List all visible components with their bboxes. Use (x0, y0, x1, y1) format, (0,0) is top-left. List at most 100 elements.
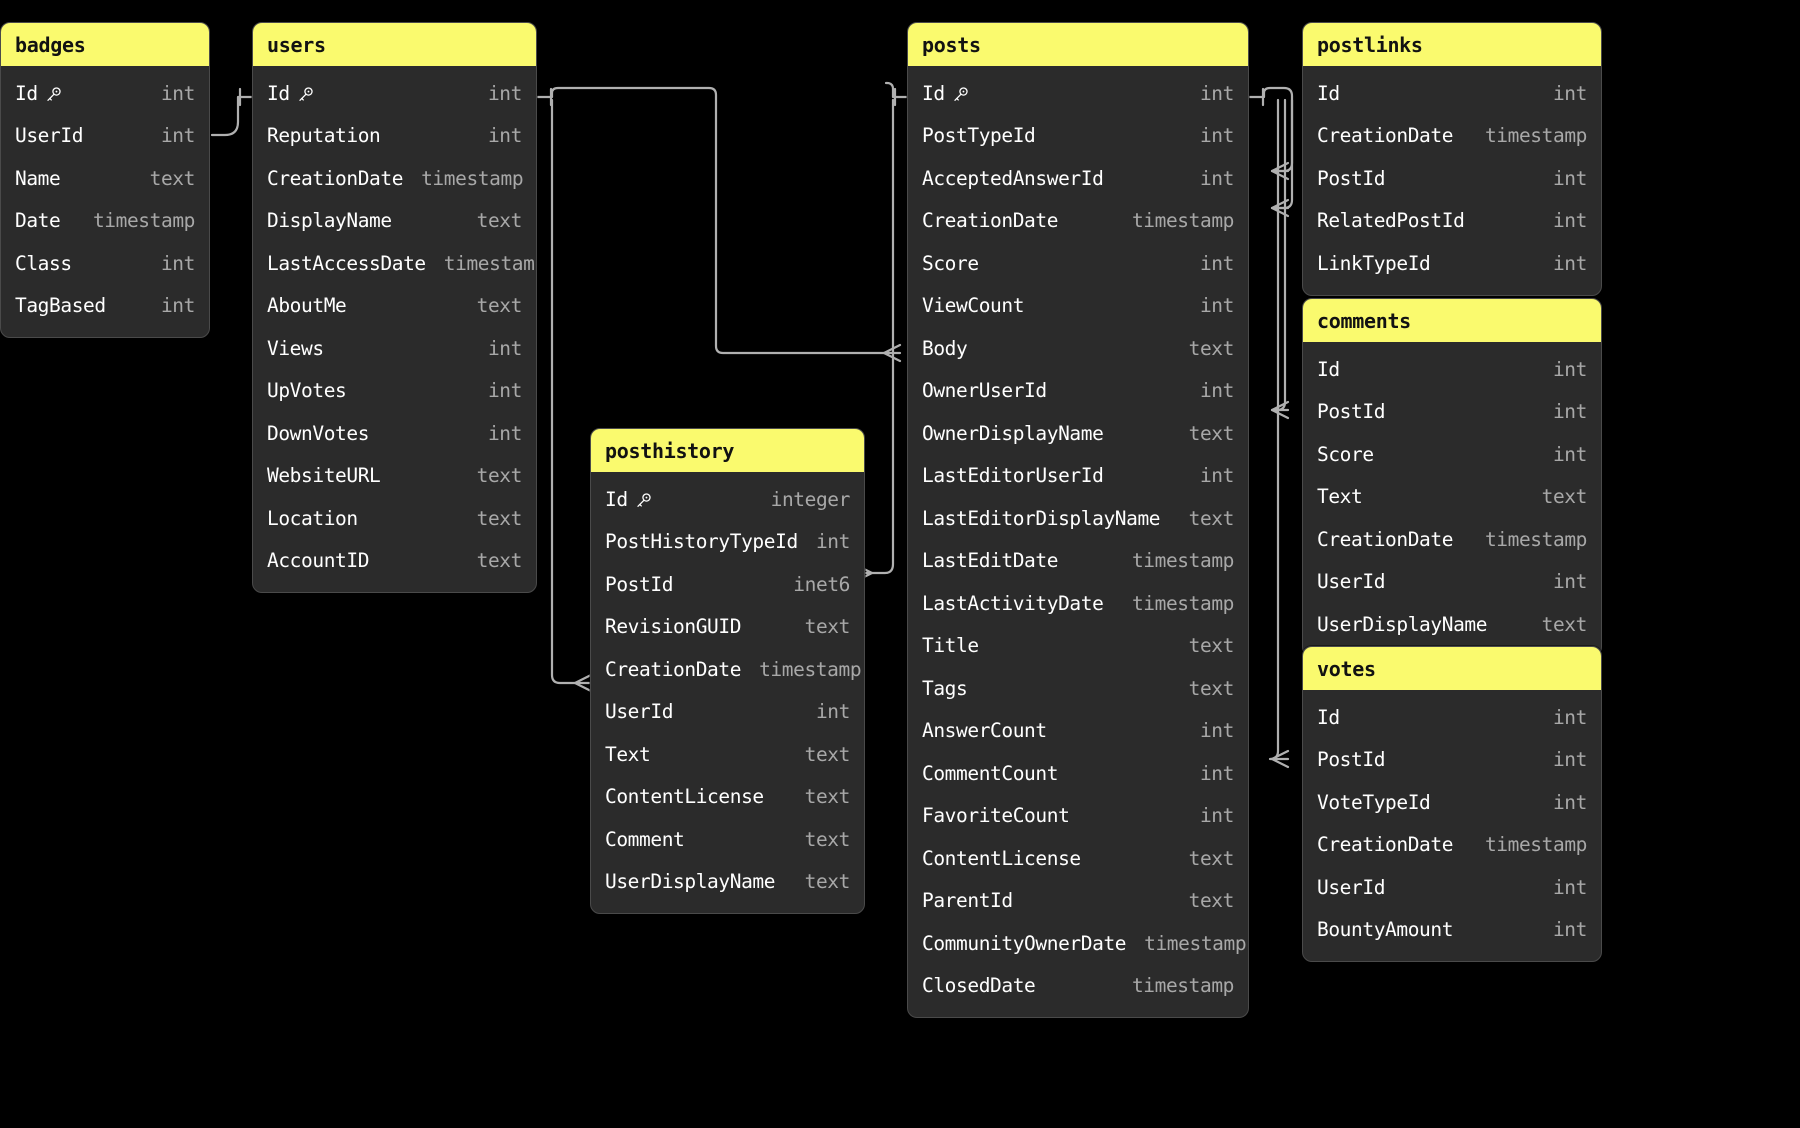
table-title-votes[interactable]: votes (1303, 647, 1601, 690)
table-title-postlinks[interactable]: postlinks (1303, 23, 1601, 66)
table-title-badges[interactable]: badges (1, 23, 209, 66)
field-type-label: text (804, 827, 851, 851)
field-type-label: int (1199, 251, 1234, 275)
table-title-posts[interactable]: posts (908, 23, 1248, 66)
field-type-label: int (1552, 442, 1587, 466)
field-name-label: UserId (605, 700, 674, 724)
table-title-users[interactable]: users (253, 23, 536, 66)
field-type-label: int (487, 379, 522, 403)
field-name-label: ContentLicense (922, 846, 1081, 870)
field-name-cell: LastEditDate (922, 549, 1058, 572)
table-title-comments[interactable]: comments (1303, 299, 1601, 342)
field-name-cell: Score (922, 252, 979, 275)
field-name-label: WebsiteURL (267, 464, 381, 488)
field-row[interactable]: Score int (908, 242, 1248, 285)
edge-many-marker (573, 673, 593, 693)
field-name-label: CreationDate (1317, 124, 1454, 148)
table-title-posthistory[interactable]: posthistory (591, 429, 864, 472)
edge-posts-votes (1268, 98, 1280, 761)
edge-users-posts (535, 86, 886, 355)
field-type-label: text (804, 785, 851, 809)
field-type-label: int (487, 81, 522, 105)
field-type-label: int (1199, 124, 1234, 148)
field-name-cell: Location (267, 507, 358, 530)
